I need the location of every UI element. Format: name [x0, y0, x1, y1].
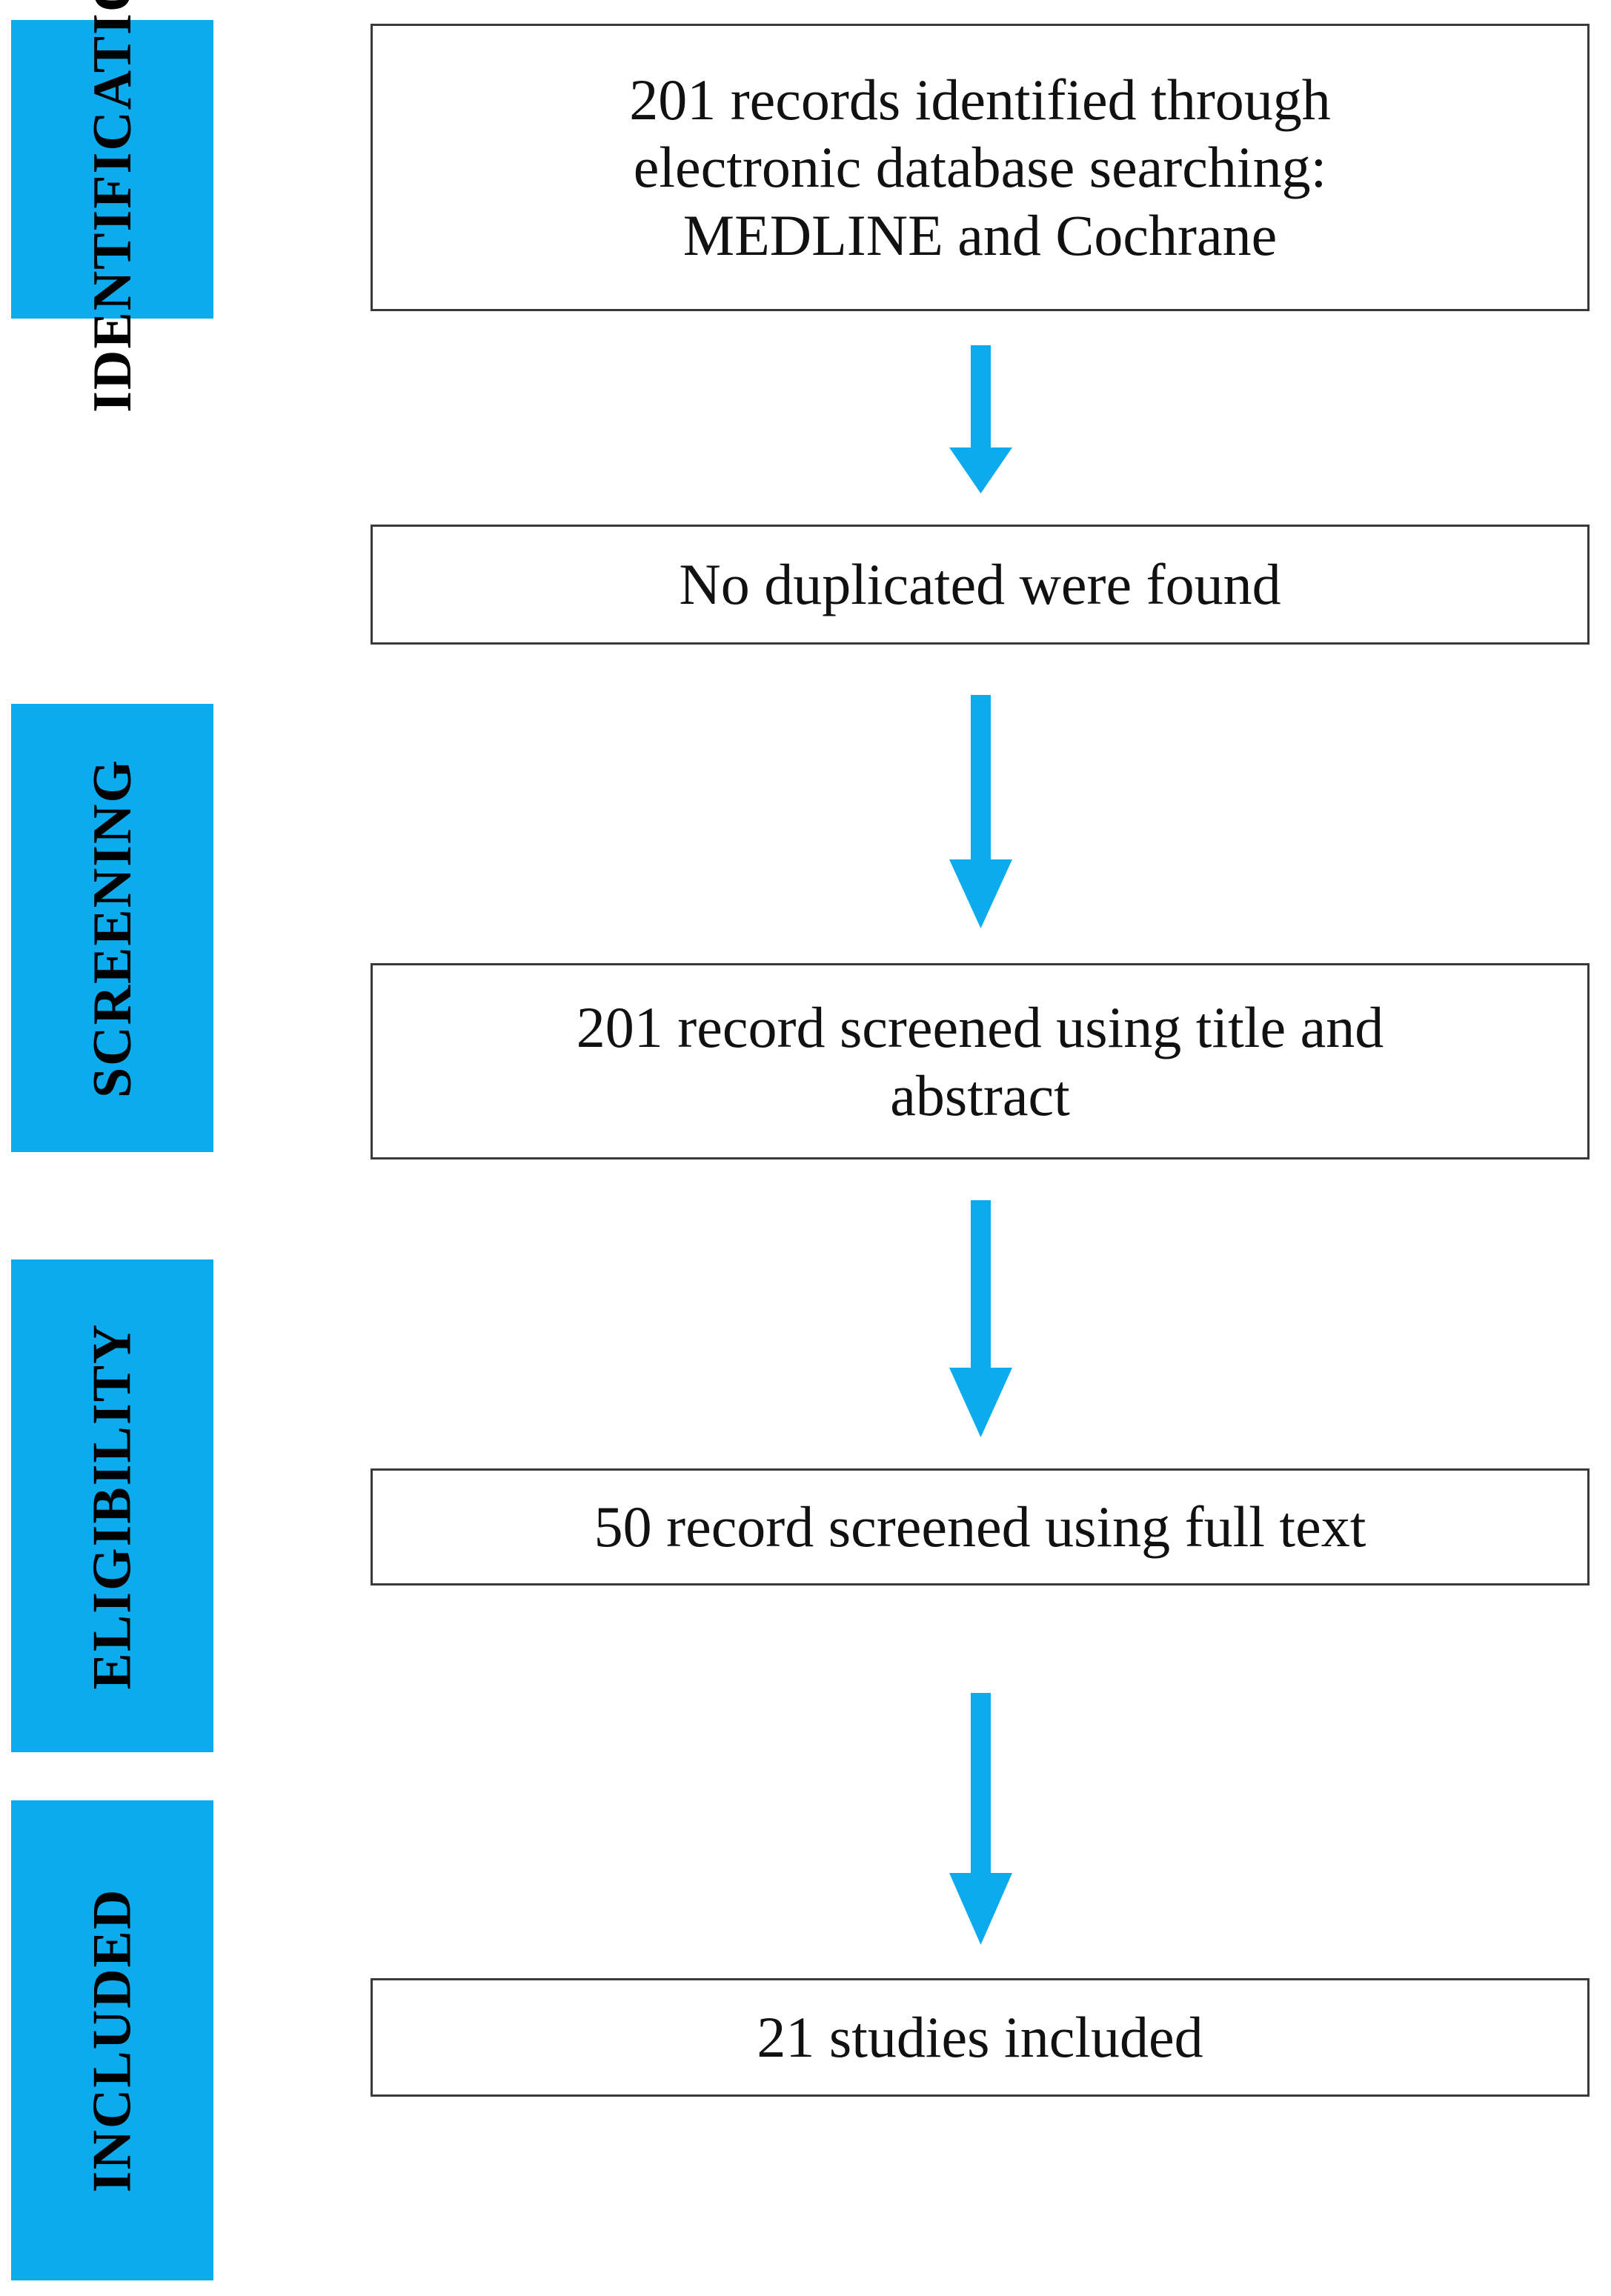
- process-box-studies-included-text: 21 studies included: [757, 2005, 1203, 2070]
- process-box-records-identified: 201 records identified through electroni…: [371, 24, 1590, 311]
- stage-label-identification: IDENTIFICATION: [11, 0, 213, 412]
- process-box-records-identified-text: 201 records identified through electroni…: [629, 67, 1331, 267]
- stage-label-eligibility: ELIGIBILITY: [11, 1260, 213, 1752]
- process-box-duplicates-removed-text: No duplicated were found: [679, 552, 1281, 617]
- arrow-down-icon-duplicates-to-screened: [949, 695, 1012, 928]
- process-box-records-screened-full-text-text: 50 record screened using full text: [594, 1494, 1366, 1560]
- arrow-down-icon-identified-to-duplicates: [949, 345, 1012, 493]
- arrow-down-icon: [949, 1693, 1012, 1945]
- process-box-records-screened-full-text: 50 record screened using full text: [371, 1468, 1590, 1585]
- arrow-down-icon-screened-to-fulltext: [949, 1200, 1012, 1437]
- arrow-down-icon-fulltext-to-included: [949, 1693, 1012, 1945]
- process-box-records-screened-title-abstract: 201 record screened using title and abst…: [371, 963, 1590, 1159]
- process-box-studies-included: 21 studies included: [371, 1978, 1590, 2097]
- arrow-down-icon: [949, 345, 1012, 493]
- stage-label-eligibility-text: ELIGIBILITY: [82, 1322, 143, 1689]
- stage-label-screening: SCREENING: [11, 704, 213, 1152]
- stage-label-included-text: INCLUDED: [82, 1888, 143, 2193]
- process-box-records-screened-title-abstract-text: 201 record screened using title and abst…: [576, 995, 1384, 1128]
- arrow-down-icon: [949, 1200, 1012, 1437]
- stage-label-screening-text: SCREENING: [82, 758, 143, 1098]
- stage-label-identification-text: IDENTIFICATION: [82, 0, 143, 413]
- process-box-duplicates-removed: No duplicated were found: [371, 525, 1590, 645]
- stage-label-included: INCLUDED: [11, 1800, 213, 2280]
- arrow-down-icon: [949, 695, 1012, 928]
